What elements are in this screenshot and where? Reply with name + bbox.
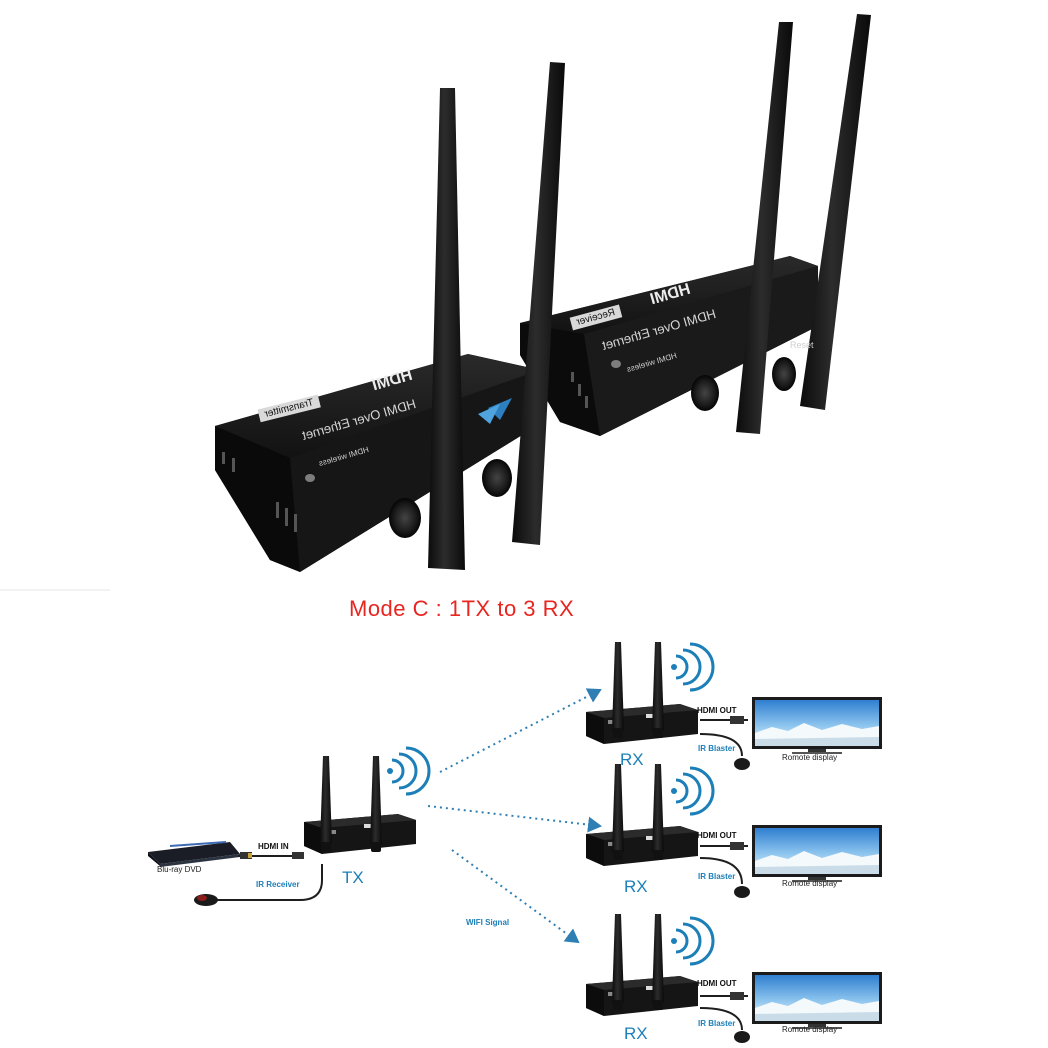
- tx-label: TX: [342, 868, 364, 887]
- rx-1-display-label: Romote display: [782, 753, 838, 762]
- rx-3-label: RX: [624, 1024, 648, 1043]
- rx-3-ir-blaster-label: IR Blaster: [698, 1019, 736, 1028]
- rx-3-wifi-icon: [669, 916, 715, 966]
- rx-3-display-label: Romote display: [782, 1025, 838, 1034]
- wifi-arrows: [427, 688, 602, 944]
- ir-receiver-label: IR Receiver: [256, 880, 300, 889]
- hdmi-in-label: HDMI IN: [258, 842, 289, 851]
- rx-2-ir-blaster-label: IR Blaster: [698, 872, 736, 881]
- wifi-signal-label: WIFI Signal: [466, 918, 510, 927]
- rx-1-label: RX: [620, 750, 644, 769]
- rx-1-wifi-icon: [669, 642, 715, 692]
- ir-receiver-eye: [194, 894, 218, 906]
- ir-receiver-cable: [216, 864, 323, 901]
- rx-2-wifi-icon: [669, 766, 715, 816]
- transmitter-device-photo: [215, 62, 621, 572]
- receiver-device-photo: [520, 14, 871, 436]
- diagram-title: Mode C : 1TX to 3 RX: [349, 596, 575, 621]
- rx-2-display-label: Romote display: [782, 879, 838, 888]
- rx-3-hdmi-out-label: HDMI OUT: [697, 979, 737, 988]
- rx-1-ir-blaster-label: IR Blaster: [698, 744, 736, 753]
- rx-2-label: RX: [624, 877, 648, 896]
- rx-device-2: [586, 764, 698, 866]
- rx-1-hdmi-out-label: HDMI OUT: [697, 706, 737, 715]
- remote-display-3: [752, 972, 882, 1029]
- remote-display-2: [752, 825, 882, 882]
- remote-display-1: [752, 697, 882, 754]
- tx-wifi-icon: [385, 746, 431, 796]
- rx-device-3: [586, 914, 698, 1016]
- receiver-reset-label: Reset: [790, 340, 814, 350]
- tx-device: [304, 756, 416, 854]
- bluray-player: [148, 841, 240, 867]
- rx-2-hdmi-out-label: HDMI OUT: [697, 831, 737, 840]
- source-label: Blu-ray DVD: [157, 865, 202, 874]
